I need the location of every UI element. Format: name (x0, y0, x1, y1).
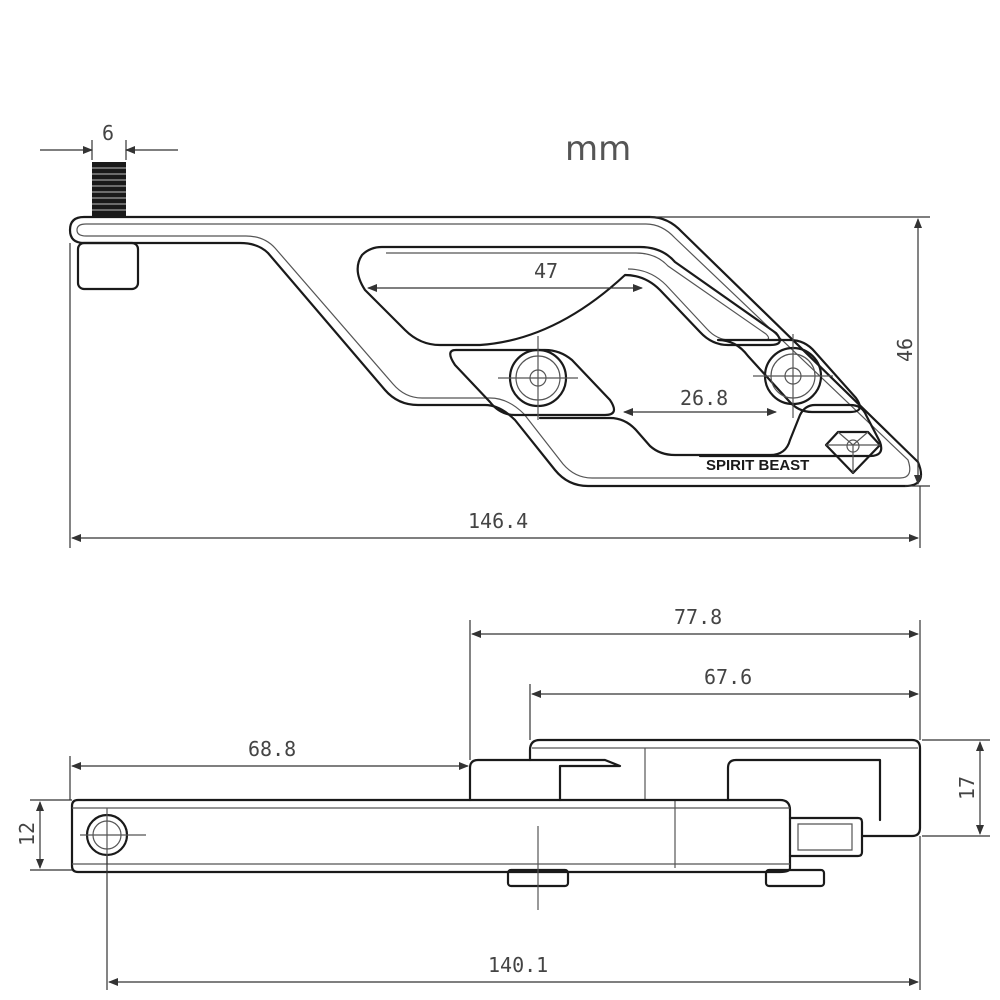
dim-bolt-width: 6 (40, 121, 178, 160)
svg-text:77.8: 77.8 (674, 605, 722, 629)
svg-text:26.8: 26.8 (680, 386, 728, 410)
svg-text:6: 6 (102, 121, 114, 145)
foot-block (76, 241, 140, 291)
hole-left (498, 336, 578, 420)
bolt (92, 162, 126, 218)
hole-right (753, 334, 833, 418)
dim-plate-thickness: 17 (922, 739, 990, 837)
dim-total-length-top: 146.4 (69, 243, 921, 548)
brand-text: SPIRIT BEAST (706, 457, 809, 474)
upper-plate (528, 738, 922, 838)
lower-slot (538, 403, 883, 458)
dim-arm-offset: 68.8 (69, 737, 469, 800)
bracket-block (468, 758, 622, 802)
svg-text:68.8: 68.8 (248, 737, 296, 761)
top-view: SPIRIT BEAST 6 47 26.8 (40, 121, 930, 548)
upper-slot (356, 245, 781, 347)
dim-total-length-side: 140.1 (106, 836, 921, 990)
diamond-logo-icon (824, 430, 882, 475)
svg-text:140.1: 140.1 (488, 953, 548, 977)
svg-text:67.6: 67.6 (704, 665, 752, 689)
main-arm (70, 798, 792, 874)
plate-step (726, 758, 882, 822)
center-window (449, 348, 616, 417)
dim-arm-thickness: 12 (15, 799, 72, 871)
side-view: 77.8 67.6 68.8 12 17 (15, 605, 990, 990)
right-window (716, 338, 861, 414)
upper-slot-inner (386, 252, 770, 341)
svg-text:146.4: 146.4 (468, 509, 528, 533)
dim-plate-length: 67.6 (529, 665, 919, 740)
svg-text:17: 17 (955, 776, 979, 800)
dim-height: 46 (650, 216, 930, 487)
unit-label: mm (565, 129, 631, 169)
svg-text:12: 12 (15, 822, 39, 846)
svg-text:46: 46 (893, 338, 917, 362)
dim-slot-length: 47 (367, 259, 643, 292)
svg-text:47: 47 (534, 259, 558, 283)
pivot-hole (80, 808, 146, 864)
foot-right (764, 868, 826, 888)
dim-bracket-length: 77.8 (469, 605, 921, 760)
end-clamp (788, 816, 864, 858)
main-body-inner (76, 223, 911, 479)
dim-hole-spacing: 26.8 (623, 386, 777, 416)
